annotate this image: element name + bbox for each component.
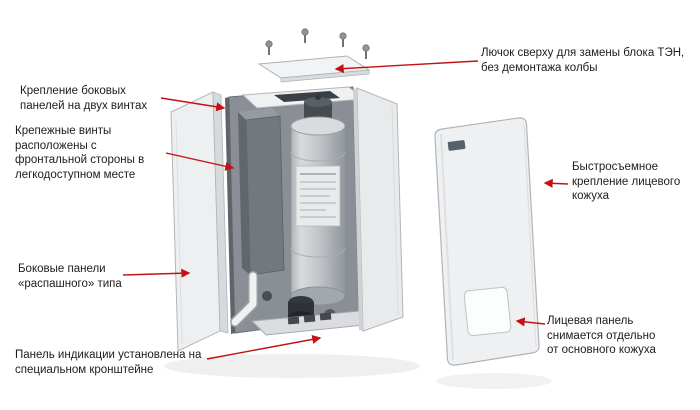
right-side-panel: [353, 87, 404, 332]
annotation-quick-release-mount: Быстросъемное крепление лицевого кожуха: [572, 161, 681, 203]
annotation-indication-panel: Панель индикации установлена на специаль…: [15, 349, 202, 376]
flask-label-sticker: [295, 165, 341, 227]
annotation-side-panel-mount: Крепление боковых панелей на двух винтах: [20, 85, 148, 112]
front-panel-window: [463, 286, 512, 337]
leader-front-cover: [515, 317, 546, 327]
leader-lines: [122, 60, 569, 360]
leader-quick-release: [543, 178, 569, 188]
left-side-panel: [170, 91, 229, 352]
front-cover-panel: [434, 117, 540, 366]
annotation-front-cover: Лицевая панель снимается отдельно от осн…: [547, 315, 656, 357]
brand-logo: [447, 140, 466, 151]
leader-side-panel-mount: [160, 97, 226, 112]
annotation-front-screws: Крепежные винты расположены с фронтально…: [15, 125, 145, 182]
leader-front-screws: [165, 152, 235, 171]
leader-swing-panels: [122, 268, 191, 278]
leader-top-hatch: [334, 60, 479, 74]
expansion-tank: [238, 108, 285, 276]
leader-indication-panel: [206, 334, 322, 360]
indication-panel-bracket: [250, 310, 376, 336]
ground-shadows: [164, 354, 552, 389]
lid-screws: [265, 28, 370, 59]
annotation-swing-side-panels: Боковые панели «распашного» типа: [18, 263, 122, 290]
annotation-top-hatch: Лючок сверху для замены блока ТЭН, без д…: [481, 47, 685, 74]
top-service-lid: [257, 55, 371, 83]
heating-flask: [290, 94, 346, 306]
